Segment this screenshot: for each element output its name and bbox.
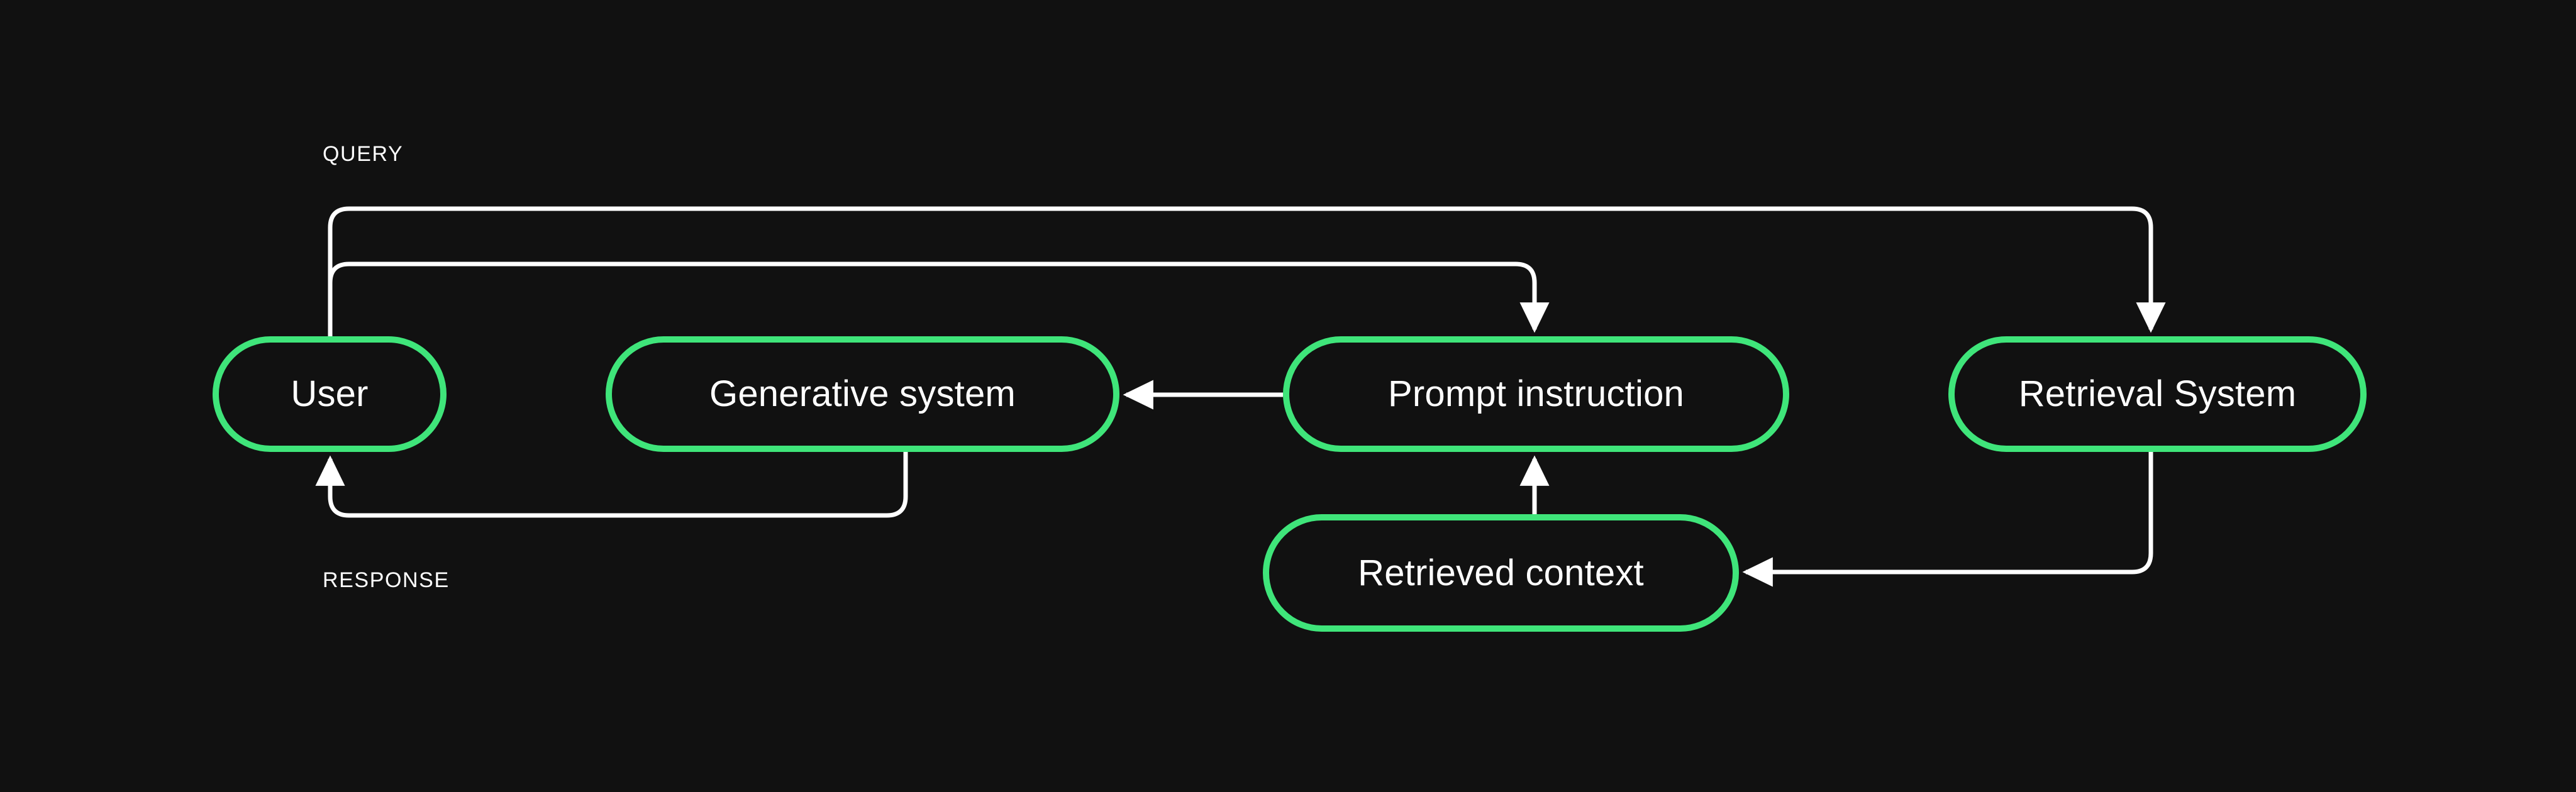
- node-user[interactable]: User: [213, 336, 447, 452]
- edge-label-response: RESPONSE: [323, 568, 450, 592]
- edge-user-to-prompt-instruction: [328, 261, 1550, 336]
- node-retrieved-context-label: Retrieved context: [1358, 552, 1644, 593]
- node-retrieval-system-label: Retrieval System: [2018, 373, 2297, 414]
- edge-label-query: QUERY: [323, 142, 404, 166]
- node-retrieval-system[interactable]: Retrieval System: [1948, 336, 2367, 452]
- node-prompt-instruction[interactable]: Prompt instruction: [1283, 336, 1789, 452]
- node-generative-system-label: Generative system: [709, 373, 1016, 414]
- edge-retrieval-system-to-retrieved-context: [1742, 452, 2153, 587]
- node-generative-system[interactable]: Generative system: [606, 336, 1119, 452]
- edge-generative-system-to-user: [315, 452, 908, 518]
- node-user-label: User: [291, 373, 369, 414]
- node-prompt-instruction-label: Prompt instruction: [1388, 373, 1684, 414]
- edge-user-to-retrieval-system: [328, 206, 2166, 336]
- node-retrieved-context[interactable]: Retrieved context: [1263, 514, 1739, 632]
